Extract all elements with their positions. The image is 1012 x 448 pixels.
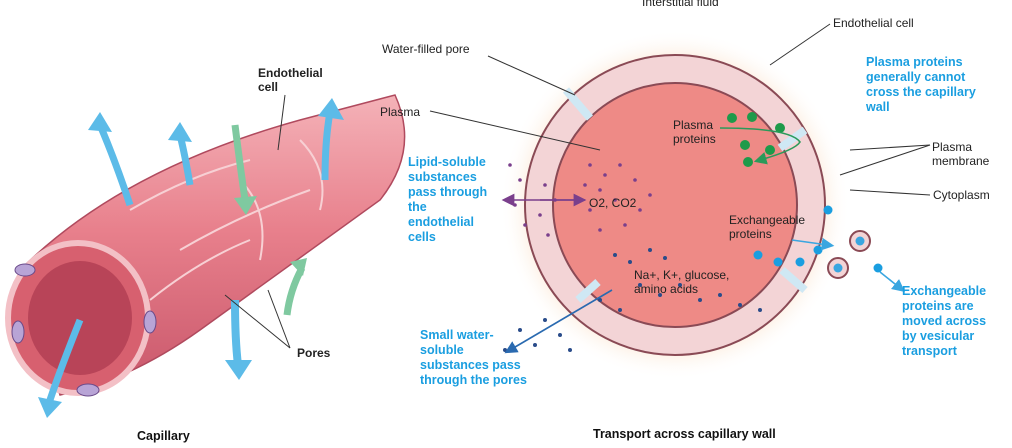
outflow-arrow-head: [318, 98, 344, 120]
transport-caption: Transport across capillary wall: [593, 427, 776, 441]
pore-gap: [575, 279, 601, 303]
vesicular-transport-arrow: [879, 271, 905, 292]
vesicular-transport-note: Exchangeable proteins are moved across b…: [902, 284, 987, 358]
inflow-arrow-head: [234, 196, 257, 215]
inflow-arrow: [283, 266, 306, 316]
inflow-arrow: [231, 124, 249, 201]
plasma-proteins-label: Plasma proteins: [673, 118, 716, 146]
capillary-caption: Capillary: [137, 429, 190, 443]
cytoplasm-leader: [849, 189, 931, 196]
capillary-lumen: [28, 261, 132, 375]
endothelial-cell-leader-right: [769, 23, 831, 66]
endothelial-cell-label-left: Endothelial cell: [258, 66, 323, 94]
plasma-protein-dots: [727, 112, 785, 167]
water-soluble-note: Small water- soluble substances pass thr…: [420, 328, 527, 387]
outflow-arrow: [46, 318, 84, 402]
pore-transport-arrow: [504, 289, 613, 354]
plasma-membrane-leader: [839, 144, 931, 176]
water-soluble-dots: [503, 248, 762, 352]
cell-nucleus: [14, 263, 36, 277]
plasma-membrane-label: Plasma membrane: [932, 140, 990, 168]
exchangeable-protein-dots: [753, 205, 883, 273]
plasma-protein-return-arrow: [719, 127, 801, 165]
gases-label: O2, CO2: [589, 196, 637, 210]
pores-label: Pores: [297, 346, 331, 360]
outflow-arrow-head: [88, 112, 112, 132]
endothelial-cell-leader: [277, 94, 286, 151]
cell-nucleus: [76, 383, 100, 397]
cell-nucleus: [143, 310, 157, 334]
outflow-arrow-head: [225, 360, 252, 380]
cytoplasm-label: Cytoplasm: [933, 188, 990, 202]
outflow-arrow: [96, 123, 134, 207]
small-solutes-label: Na+, K+, glucose, amino acids: [634, 268, 730, 296]
cell-nucleus: [11, 320, 25, 344]
transport-vesicle-cargo: [833, 263, 843, 273]
plasma-leader: [429, 110, 601, 151]
lipid-soluble-note: Lipid-soluble substances pass through th…: [408, 155, 488, 244]
capillary-tube-illustration: [5, 94, 406, 418]
water-pore-leader: [487, 55, 576, 96]
exchangeable-proteins-label: Exchangeable proteins: [729, 213, 806, 241]
endothelial-cell-label-right: Endothelial cell: [833, 16, 914, 30]
pore-gap: [562, 87, 594, 121]
inflow-arrow-head: [290, 258, 307, 276]
plasma-lumen: [552, 82, 798, 328]
pores-leader: [267, 289, 291, 349]
interstitial-fluid-label: Interstitial fluid: [642, 0, 719, 9]
transport-vesicle-cargo: [855, 236, 865, 246]
outflow-arrow: [231, 299, 242, 366]
plasma-membrane-leader: [849, 144, 931, 151]
lipid-soluble-dots: [508, 163, 652, 237]
exchangeable-protein-arrow: [791, 237, 835, 251]
outflow-arrow-head: [38, 397, 62, 418]
capillary-cross-section: [429, 23, 931, 380]
pore-gap: [779, 266, 808, 294]
pores-leader: [224, 294, 291, 349]
pore-gap: [777, 126, 808, 152]
outflow-arrow-head: [168, 122, 192, 142]
plasma-proteins-note: Plasma proteins generally cannot cross t…: [866, 55, 976, 114]
water-filled-pore-label: Water-filled pore: [382, 42, 470, 56]
plasma-label: Plasma: [380, 105, 421, 119]
